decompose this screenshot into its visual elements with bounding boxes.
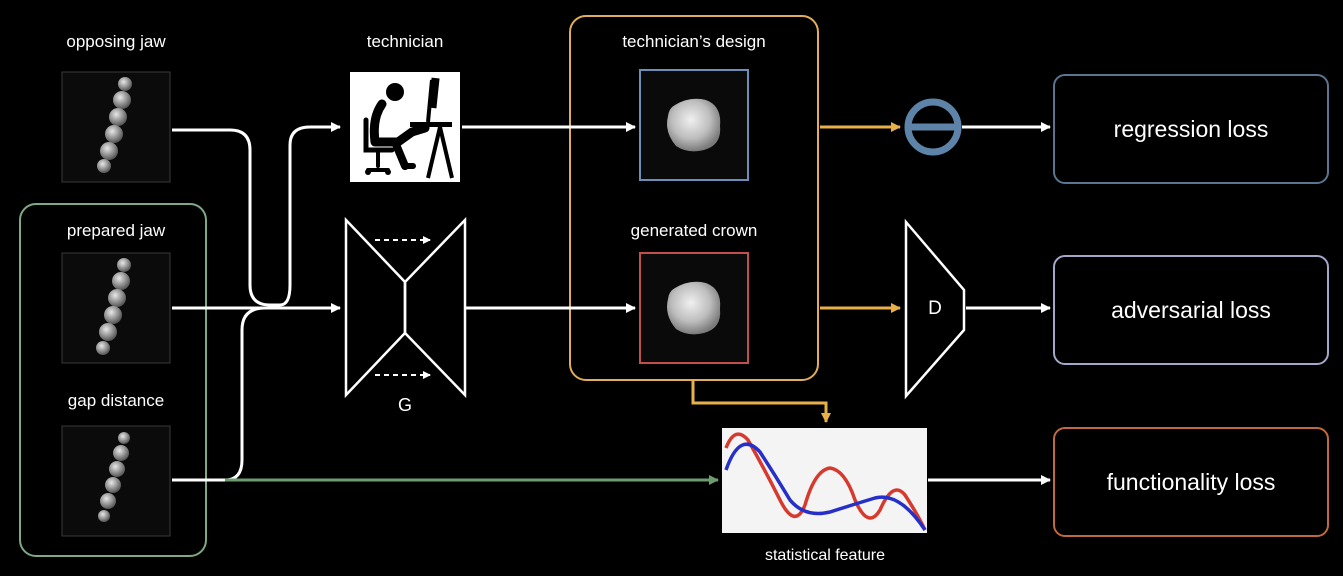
arrow-opposing-to-technician [172, 122, 341, 307]
opposing-jaw-image [61, 71, 171, 183]
adversarial-loss-box: adversarial loss [1053, 255, 1329, 365]
input-group-frame [19, 203, 207, 557]
prepared-jaw-label: prepared jaw [66, 221, 166, 240]
technician-label: technician [366, 32, 444, 51]
generated-crown-label: generated crown [630, 221, 758, 240]
statistical-feature-label: statistical feature [764, 547, 886, 564]
generated-crown-shape [667, 281, 721, 335]
technician-icon [350, 72, 460, 182]
statistical-feature-chart [722, 428, 927, 533]
curve-blue [724, 442, 927, 531]
technician-design-label: technician’s design [622, 32, 766, 51]
prepared-jaw-image [61, 252, 171, 364]
opposing-jaw-label: opposing jaw [66, 32, 166, 51]
arrow-outputs-to-statistical [691, 380, 831, 423]
generator-label: G [397, 395, 412, 415]
gap-distance-label: gap distance [67, 391, 165, 410]
regression-loss-box: regression loss [1053, 74, 1329, 184]
discriminator-label: D [928, 298, 942, 319]
subtract-icon [904, 98, 962, 156]
generator-network [344, 216, 467, 399]
technician-design-crown [667, 98, 721, 152]
discriminator-network [904, 218, 966, 400]
gap-distance-image [61, 425, 171, 537]
curve-red [724, 432, 927, 531]
functionality-loss-box: functionality loss [1053, 427, 1329, 537]
